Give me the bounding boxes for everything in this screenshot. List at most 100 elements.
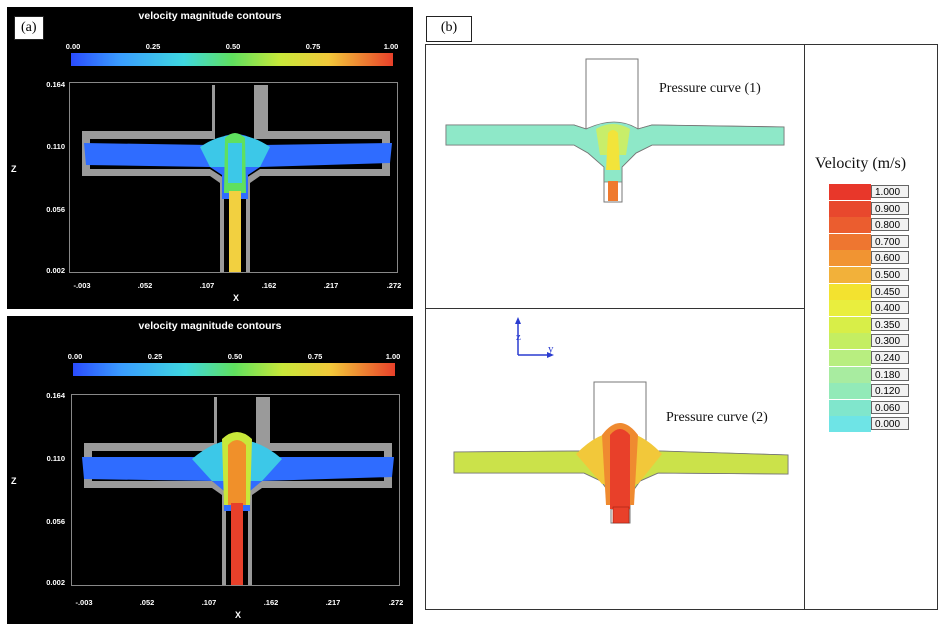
x-tick: .272 <box>388 598 404 607</box>
pressure-curve-label: Pressure curve (1) <box>659 81 761 96</box>
legend-value: 0.900 <box>871 201 909 215</box>
legend-row: 0.300 <box>829 333 909 350</box>
legend-swatch <box>829 366 871 383</box>
flow-region <box>606 130 620 170</box>
chart-title: velocity magnitude contours <box>138 10 282 22</box>
z-arrowhead <box>515 317 521 324</box>
legend-row: 0.000 <box>829 416 909 433</box>
legend-value: 0.240 <box>871 351 909 364</box>
x-tick: -.003 <box>73 281 91 290</box>
legend-swatch <box>829 184 871 200</box>
x-tick: .162 <box>261 281 277 290</box>
panel-a-top: velocity magnitude contours 0.00 0.25 0.… <box>7 7 413 309</box>
contour-plot <box>82 85 392 272</box>
legend-swatch <box>829 383 871 400</box>
colorbar-tick: 0.00 <box>65 42 81 51</box>
x-tick: .217 <box>325 598 341 607</box>
flow-region <box>608 181 618 201</box>
colorbar-tick: 1.00 <box>383 42 399 51</box>
wall <box>82 85 390 272</box>
y-tick: 0.002 <box>46 266 65 275</box>
y-tick: 0.110 <box>46 142 65 151</box>
legend-row: 0.500 <box>829 267 909 283</box>
legend-value: 0.400 <box>871 301 909 315</box>
legend-value: 0.800 <box>871 218 909 232</box>
panel-b-top: Pressure curve (1) <box>425 44 807 311</box>
colorbar-tick: 0.75 <box>307 352 323 361</box>
x-axis-label: X <box>235 610 242 620</box>
legend-value: 0.450 <box>871 284 909 298</box>
legend-swatch <box>829 399 871 416</box>
legend-value: 0.060 <box>871 400 909 414</box>
flow-region <box>610 429 630 509</box>
legend-row: 0.180 <box>829 366 909 383</box>
legend-row: 1.000 <box>829 184 909 200</box>
y-tick: 0.110 <box>46 454 65 463</box>
legend-swatch <box>829 200 871 217</box>
panel-b-bottom: z y Pressure curve (2) <box>425 308 807 610</box>
legend-swatch <box>829 300 871 317</box>
legend-value: 1.000 <box>871 185 909 198</box>
colorbar-tick: 0.50 <box>225 42 241 51</box>
x-tick: .272 <box>386 281 402 290</box>
legend-value: 0.350 <box>871 317 909 331</box>
legend-row: 0.450 <box>829 283 909 300</box>
contour-plot <box>82 397 394 585</box>
flow-region <box>231 503 243 585</box>
legend-swatch <box>829 333 871 350</box>
velocity-field-1 <box>445 58 785 203</box>
z-axis-label: z <box>516 331 521 343</box>
y-axis-label: Z <box>11 476 17 486</box>
legend-row: 0.800 <box>829 217 909 234</box>
legend-swatch <box>829 267 871 283</box>
legend-row: 0.120 <box>829 383 909 400</box>
y-axis-label: Z <box>11 164 17 174</box>
x-tick: .107 <box>199 281 215 290</box>
panel-a-label: (a) <box>14 16 44 40</box>
legend-value: 0.600 <box>871 251 909 265</box>
colorbar-tick: 0.00 <box>67 352 83 361</box>
colorbar-tick: 0.75 <box>305 42 321 51</box>
legend-row: 0.700 <box>829 233 909 250</box>
legend-row: 0.060 <box>829 399 909 416</box>
legend-value: 0.500 <box>871 268 909 281</box>
x-tick: .052 <box>139 598 155 607</box>
legend-row: 0.900 <box>829 200 909 217</box>
legend-title: Velocity (m/s) <box>815 155 907 172</box>
colorbar <box>73 363 395 376</box>
legend-swatch <box>829 350 871 366</box>
legend-row: 0.240 <box>829 350 909 366</box>
legend-row: 0.400 <box>829 300 909 317</box>
flow-region <box>229 191 241 272</box>
legend-swatch <box>829 250 871 267</box>
y-tick: 0.002 <box>46 578 65 587</box>
colorbar-tick: 0.25 <box>147 352 163 361</box>
legend-value: 0.300 <box>871 334 909 348</box>
y-tick: 0.056 <box>46 205 65 214</box>
wall <box>84 397 392 585</box>
legend-swatch <box>829 316 871 333</box>
chart-title: velocity magnitude contours <box>138 320 282 332</box>
x-tick: -.003 <box>75 598 93 607</box>
legend-row: 0.350 <box>829 316 909 333</box>
plot-area <box>71 394 400 586</box>
flow-region <box>228 440 246 505</box>
velocity-field-2 <box>453 317 789 524</box>
plot-area <box>69 82 398 273</box>
legend-swatch <box>829 217 871 234</box>
legend-row: 0.600 <box>829 250 909 267</box>
x-tick: .052 <box>137 281 153 290</box>
y-tick: 0.164 <box>46 391 65 400</box>
colorbar-tick: 0.50 <box>227 352 243 361</box>
flow-region <box>612 506 630 524</box>
colorbar-tick: 1.00 <box>385 352 401 361</box>
colorbar <box>71 53 393 66</box>
x-tick: .107 <box>201 598 217 607</box>
flow-region <box>228 143 242 183</box>
legend-swatch <box>829 416 871 433</box>
y-tick: 0.164 <box>46 80 65 89</box>
legend-value: 0.000 <box>871 417 909 431</box>
panel-a-bottom: velocity magnitude contours 0.00 0.25 0.… <box>7 316 413 624</box>
legend-swatch <box>829 283 871 300</box>
x-axis-label: X <box>233 293 240 303</box>
